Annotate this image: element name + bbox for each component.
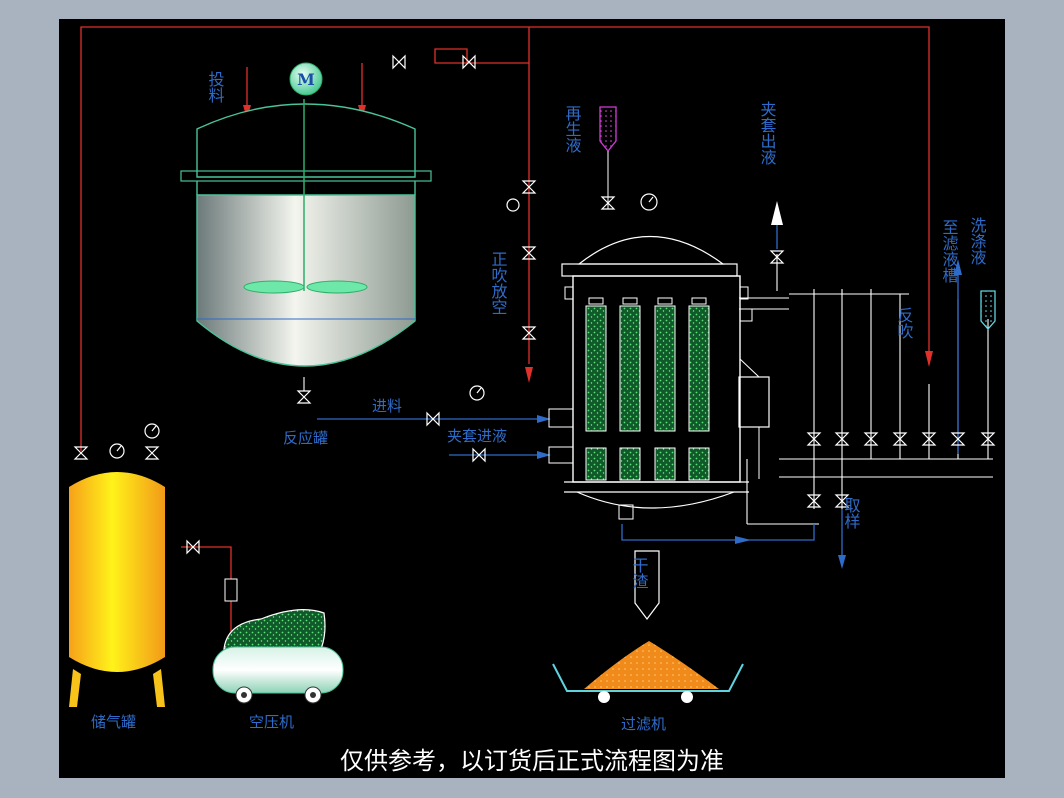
dry-residue-label: 干渣 [630, 557, 649, 589]
to-filtrate-label: 至滤液槽 [940, 219, 959, 283]
jacket-out-label: 夹套出液 [758, 101, 777, 165]
blow-vent-label: 正吹放空 [489, 251, 508, 315]
filter-elements [585, 297, 710, 481]
compressor-label: 空压机 [249, 713, 294, 731]
motor-label: M [297, 70, 315, 89]
process-flow-diagram: M [69, 26, 996, 775]
back-blow-label: 反吹 [895, 307, 914, 339]
disclaimer-caption: 仅供参考，以订货后正式流程图为准 [340, 747, 724, 775]
feed-label: 投料 [206, 71, 225, 103]
diagram-frame: M [59, 19, 1005, 778]
air-compressor [212, 578, 344, 704]
reactor-vessel [180, 99, 432, 367]
sample-label: 取样 [842, 497, 861, 529]
wash-tube-icon [980, 290, 996, 330]
inlet-label: 进料 [372, 397, 402, 415]
dry-residue-chute [634, 550, 660, 620]
regen-label: 再生液 [563, 105, 582, 153]
storage-tank [69, 472, 165, 707]
filter-machine-label: 过滤机 [621, 715, 666, 733]
reactor-label: 反应罐 [283, 429, 328, 447]
filter-machine [552, 641, 744, 703]
filter-vessel [548, 236, 770, 520]
wash-label: 洗涤液 [968, 217, 987, 265]
storage-tank-label: 储气罐 [91, 713, 136, 731]
air-piping [80, 26, 930, 641]
jacket-out-arrow [771, 201, 783, 225]
gauge-icons [109, 193, 658, 459]
motor-icon: M [289, 62, 323, 96]
valve-icons [73, 54, 996, 555]
regen-tube-icon [599, 106, 617, 209]
jacket-in-label: 夹套进液 [447, 427, 507, 445]
blue-arrowheads [537, 259, 962, 569]
